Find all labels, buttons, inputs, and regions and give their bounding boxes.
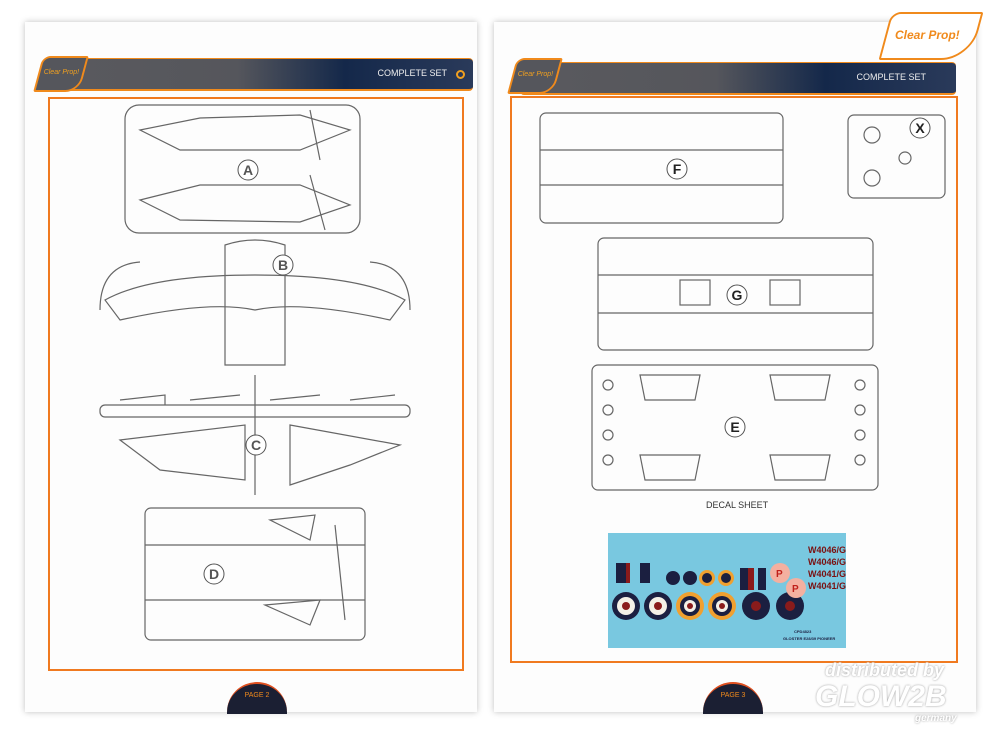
watermark-line3: germany: [915, 713, 957, 724]
watermark-line2: GLOW2B: [815, 680, 947, 713]
decal-code: CPD4823: [794, 629, 812, 634]
page-2: [25, 22, 477, 712]
decal-sheet: P P W4046/G W4046/G W4041/G W4041/G CPD4…: [608, 533, 846, 648]
header-bar-right: COMPLETE SET: [520, 62, 956, 95]
decal-serial: W4046/G: [808, 557, 846, 567]
sprue-label-g: G: [732, 287, 743, 303]
decal-marking: P: [776, 569, 783, 580]
sprue-label-f: F: [673, 161, 682, 177]
sprue-d: [144, 507, 366, 641]
decal-sheet-label: DECAL SHEET: [706, 500, 769, 510]
dot-icon: [456, 70, 465, 79]
decal-serial: W4041/G: [808, 569, 846, 579]
sprue-label-b: B: [278, 257, 288, 273]
sprue-e: [591, 364, 879, 491]
sprue-f: [539, 112, 784, 224]
sprue-label-a: A: [243, 162, 253, 178]
brand-logo: Clear Prop!: [878, 12, 984, 60]
sprue-label-x: X: [915, 120, 925, 136]
sprue-x: [847, 114, 946, 199]
header-bar-left: COMPLETE SET: [45, 58, 473, 91]
frame-left: [48, 97, 464, 671]
sprue-a: [124, 104, 361, 234]
sprue-c: [99, 375, 411, 495]
header-title: COMPLETE SET: [856, 72, 926, 82]
sprue-g: [597, 237, 874, 351]
sprue-label-d: D: [209, 566, 219, 582]
decal-serial: W4046/G: [808, 545, 846, 555]
watermark-line1: distributed by: [825, 660, 945, 680]
header-title: COMPLETE SET: [377, 68, 447, 78]
frame-right: [510, 96, 958, 663]
decal-title: GLOSTER E28/39 PIONEER: [783, 636, 835, 641]
sprue-label-c: C: [251, 437, 261, 453]
roundels: [612, 563, 806, 620]
sprue-label-e: E: [730, 419, 739, 435]
sprue-b: [99, 239, 411, 366]
svg-text:P: P: [792, 584, 799, 595]
decal-serial: W4041/G: [808, 581, 846, 591]
